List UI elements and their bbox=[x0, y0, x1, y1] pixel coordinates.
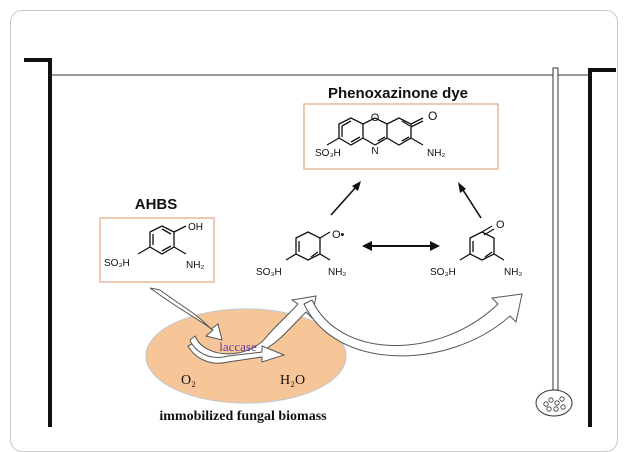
product-title: Phenoxazinone dye bbox=[328, 85, 468, 102]
quinone-so3h: SO₃H bbox=[430, 267, 456, 278]
product-keto-o: O bbox=[428, 109, 437, 123]
ahbs-so3h: SO₃H bbox=[104, 258, 130, 269]
laccase-label: laccase bbox=[219, 339, 257, 354]
reactor-left-wall bbox=[24, 58, 52, 427]
quinone-structure bbox=[459, 225, 505, 261]
ahbs-box bbox=[99, 217, 215, 283]
biomass-caption: immobilized fungal biomass bbox=[159, 409, 327, 424]
o2-to-h2o-arrow bbox=[187, 343, 286, 364]
radical-o: O• bbox=[332, 229, 345, 241]
h2o-label: H₂O bbox=[280, 373, 305, 388]
reaction-diagram: Phenoxazinone dye O N O SO₃H NH₂ AHBS OH… bbox=[24, 58, 616, 427]
quinone-o: O bbox=[496, 219, 505, 231]
radical-structure bbox=[285, 231, 331, 261]
ahbs-structure bbox=[137, 225, 187, 255]
arrow-radical-to-dye bbox=[330, 186, 357, 216]
ahbs-curved-arrow bbox=[149, 287, 223, 341]
o2-label: O₂ bbox=[181, 373, 196, 388]
phenoxazinone-structure bbox=[326, 117, 424, 146]
reactor-right-wall bbox=[588, 68, 616, 427]
radical-nh2: NH₂ bbox=[328, 267, 346, 278]
ahbs-label: AHBS bbox=[135, 196, 178, 213]
product-ring-n: N bbox=[371, 146, 378, 157]
quinone-nh2: NH₂ bbox=[504, 267, 522, 278]
arrows bbox=[330, 181, 482, 251]
arrow-quinone-to-dye bbox=[462, 189, 482, 219]
product-box bbox=[303, 103, 499, 170]
process-arrows bbox=[149, 287, 523, 364]
ahbs-nh2: NH₂ bbox=[186, 260, 204, 271]
product-so3h: SO₃H bbox=[315, 148, 341, 159]
aerator-tube bbox=[535, 67, 573, 417]
radical-so3h: SO₃H bbox=[256, 267, 282, 278]
to-quinone-curved-arrow bbox=[303, 293, 523, 357]
product-ring-o: O bbox=[371, 112, 380, 124]
product-nh2: NH₂ bbox=[427, 148, 445, 159]
ahbs-oh: OH bbox=[188, 222, 203, 233]
reactor-vessel bbox=[24, 58, 616, 427]
